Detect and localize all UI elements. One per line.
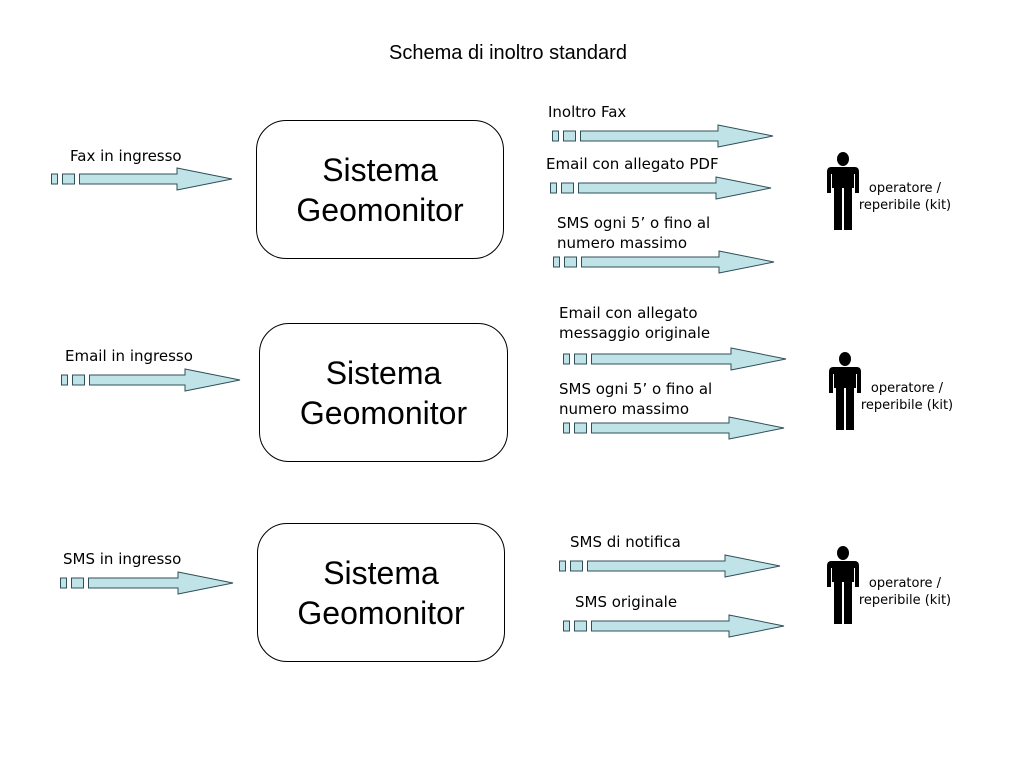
output-label-email-original: Email con allegato messaggio originale: [559, 303, 710, 343]
arrow-tail-square: [550, 182, 557, 194]
operator-label-line2: reperibile (kit): [858, 593, 952, 608]
output-label-line1: Email con allegato: [559, 304, 698, 322]
operator-label-line1: operatore /: [868, 181, 942, 196]
person-head: [837, 546, 849, 560]
output-label-sms-repeat: SMS ogni 5’ o fino al numero massimo: [557, 213, 710, 253]
output-label-line1: SMS ogni 5’ o fino al: [557, 214, 711, 232]
person-body: [829, 367, 861, 393]
person-head: [837, 152, 849, 166]
arrow-tail-square: [71, 577, 84, 589]
arrow-tail-square: [574, 620, 587, 632]
arrow-body: [587, 554, 781, 578]
person-leg: [836, 388, 844, 430]
arrow-body: [89, 368, 241, 392]
person-head: [839, 352, 851, 366]
output-arrow-sms-repeat: [563, 416, 785, 440]
operator-label-line2: reperibile (kit): [858, 198, 952, 213]
arrow-body: [79, 167, 233, 191]
input-arrow-fax: [51, 167, 233, 191]
output-arrow-fax-forward: [552, 124, 774, 148]
person-leg: [834, 188, 842, 230]
arrow-tail-square: [570, 560, 583, 572]
output-label-sms-original: SMS originale: [575, 593, 678, 611]
person-icon: [829, 352, 861, 430]
arrow-tail-square: [563, 353, 570, 365]
system-box-line1: Sistema: [325, 354, 442, 391]
arrow-body: [88, 571, 234, 595]
arrow-tail-square: [564, 256, 577, 268]
arrow-tail-square: [60, 577, 67, 589]
input-label-fax: Fax in ingresso: [70, 147, 182, 165]
arrow-tail-square: [553, 256, 560, 268]
person-leg: [846, 388, 854, 430]
operator-label-line1: operatore /: [868, 576, 942, 591]
output-label-line1: SMS ogni 5’ o fino al: [559, 380, 713, 398]
system-box-line2: Geomonitor: [297, 594, 465, 631]
person-body: [827, 561, 859, 587]
output-label-sms-notification: SMS di notifica: [570, 533, 681, 551]
operator-label: operatore / reperibile (kit): [855, 575, 955, 609]
person-leg: [844, 582, 852, 624]
output-label-line2: messaggio originale: [559, 324, 711, 342]
arrow-body: [591, 614, 785, 638]
system-box-line2: Geomonitor: [299, 394, 468, 431]
output-arrow-sms-original: [563, 614, 785, 638]
person-body: [827, 167, 859, 193]
arrow-body: [580, 124, 774, 148]
arrow-body: [591, 347, 787, 371]
arrow-tail-square: [559, 560, 566, 572]
operator-label: operatore / reperibile (kit): [855, 180, 955, 214]
system-box-sms: Sistema Geomonitor: [257, 523, 505, 662]
input-label-email: Email in ingresso: [65, 347, 193, 365]
person-icon: [827, 546, 859, 624]
output-label-email-pdf: Email con allegato PDF: [546, 155, 719, 173]
system-box-fax: Sistema Geomonitor: [256, 120, 504, 259]
output-label-line2: numero massimo: [557, 234, 688, 252]
operator-label: operatore / reperibile (kit): [857, 380, 957, 414]
input-arrow-email: [61, 368, 241, 392]
output-arrow-email-original: [563, 347, 787, 371]
output-label-line2: numero massimo: [559, 400, 690, 418]
output-arrow-sms-repeat: [553, 250, 775, 274]
arrow-body: [578, 176, 772, 200]
arrow-tail-square: [574, 422, 587, 434]
output-label-fax-forward: Inoltro Fax: [548, 103, 627, 121]
output-label-sms-repeat: SMS ogni 5’ o fino al numero massimo: [559, 379, 712, 419]
person-leg: [834, 582, 842, 624]
input-arrow-sms: [60, 571, 234, 595]
arrow-tail-square: [72, 374, 85, 386]
arrow-tail-square: [574, 353, 587, 365]
page-title: Schema di inoltro standard: [389, 42, 627, 64]
arrow-tail-square: [51, 173, 58, 185]
arrow-body: [591, 416, 785, 440]
person-leg: [844, 188, 852, 230]
output-arrow-email-pdf: [550, 176, 772, 200]
operator-label-line1: operatore /: [870, 381, 944, 396]
system-box-email: Sistema Geomonitor: [259, 323, 508, 462]
input-label-sms: SMS in ingresso: [63, 550, 182, 568]
arrow-tail-square: [62, 173, 75, 185]
arrow-tail-square: [563, 620, 570, 632]
operator-label-line2: reperibile (kit): [860, 398, 954, 413]
output-arrow-sms-notification: [559, 554, 781, 578]
system-box-line2: Geomonitor: [296, 191, 464, 228]
arrow-tail-square: [61, 374, 68, 386]
system-box-line1: Sistema: [323, 554, 439, 591]
arrow-tail-square: [563, 422, 570, 434]
arrow-tail-square: [552, 130, 559, 142]
arrow-tail-square: [561, 182, 574, 194]
person-icon: [827, 152, 859, 230]
arrow-tail-square: [563, 130, 576, 142]
system-box-line1: Sistema: [322, 151, 438, 188]
arrow-body: [581, 250, 775, 274]
